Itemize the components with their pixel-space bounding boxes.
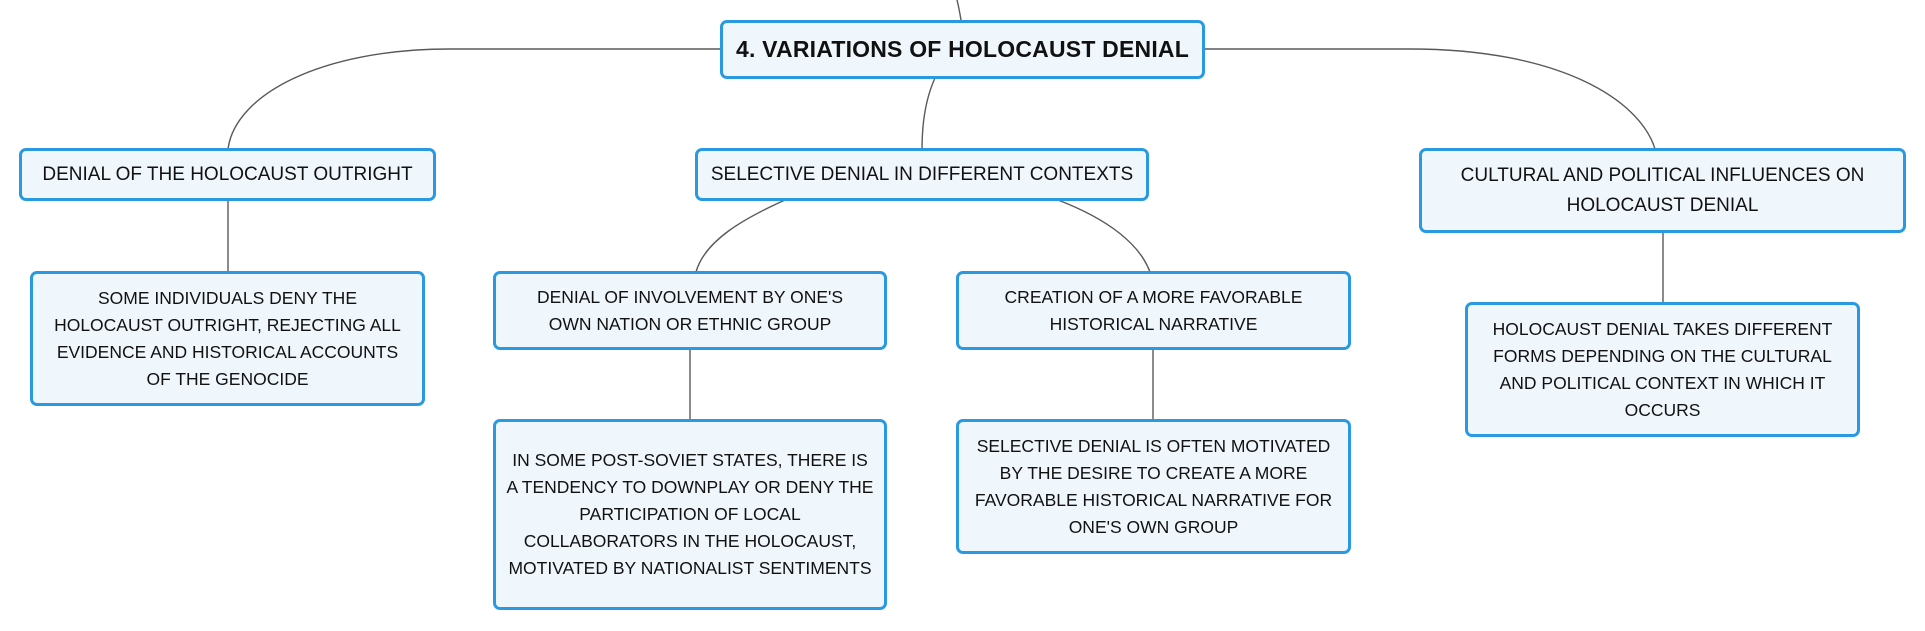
topic-denial-outright[interactable]: DENIAL OF THE HOLOCAUST OUTRIGHT — [19, 148, 436, 201]
subtopic-favorable-narrative-label: CREATION OF A MORE FAVORABLE HISTORICAL … — [1004, 286, 1303, 334]
detail-denial-of-involvement-text: IN SOME POST-SOVIET STATES, THERE IS A T… — [506, 450, 874, 578]
connector-parent-in — [956, 0, 962, 21]
connector-selective-to-narrative — [1057, 199, 1151, 273]
connector-root-to-selective — [921, 77, 936, 150]
connector-selective-to-involvement — [695, 199, 786, 273]
connector-root-to-outright — [227, 48, 720, 150]
detail-favorable-narrative-text: SELECTIVE DENIAL IS OFTEN MOTIVATED BY T… — [974, 435, 1333, 537]
root-topic[interactable]: 4. VARIATIONS OF HOLOCAUST DENIAL — [720, 20, 1205, 79]
topic-selective-denial[interactable]: SELECTIVE DENIAL IN DIFFERENT CONTEXTS — [695, 148, 1149, 201]
topic-denial-outright-label: DENIAL OF THE HOLOCAUST OUTRIGHT — [42, 163, 413, 185]
topic-cultural-political-influences[interactable]: CULTURAL AND POLITICAL INFLUENCES ON HOL… — [1419, 148, 1906, 233]
detail-cultural-political-influences-text: HOLOCAUST DENIAL TAKES DIFFERENT FORMS D… — [1492, 318, 1833, 420]
detail-denial-of-involvement[interactable]: IN SOME POST-SOVIET STATES, THERE IS A T… — [493, 419, 887, 610]
topic-selective-denial-label: SELECTIVE DENIAL IN DIFFERENT CONTEXTS — [710, 163, 1134, 185]
detail-favorable-narrative[interactable]: SELECTIVE DENIAL IS OFTEN MOTIVATED BY T… — [956, 419, 1351, 554]
root-topic-label: 4. VARIATIONS OF HOLOCAUST DENIAL — [736, 36, 1189, 62]
detail-cultural-political-influences[interactable]: HOLOCAUST DENIAL TAKES DIFFERENT FORMS D… — [1465, 302, 1860, 437]
subtopic-favorable-narrative[interactable]: CREATION OF A MORE FAVORABLE HISTORICAL … — [956, 271, 1351, 350]
topic-cultural-political-influences-label: CULTURAL AND POLITICAL INFLUENCES ON HOL… — [1460, 164, 1865, 216]
subtopic-denial-of-involvement-label: DENIAL OF INVOLVEMENT BY ONE'S OWN NATIO… — [536, 286, 844, 334]
detail-denial-outright-text: SOME INDIVIDUALS DENY THE HOLOCAUST OUTR… — [54, 287, 401, 389]
connector-root-to-cultural — [1205, 48, 1656, 150]
subtopic-denial-of-involvement[interactable]: DENIAL OF INVOLVEMENT BY ONE'S OWN NATIO… — [493, 271, 887, 350]
detail-denial-outright[interactable]: SOME INDIVIDUALS DENY THE HOLOCAUST OUTR… — [30, 271, 425, 406]
